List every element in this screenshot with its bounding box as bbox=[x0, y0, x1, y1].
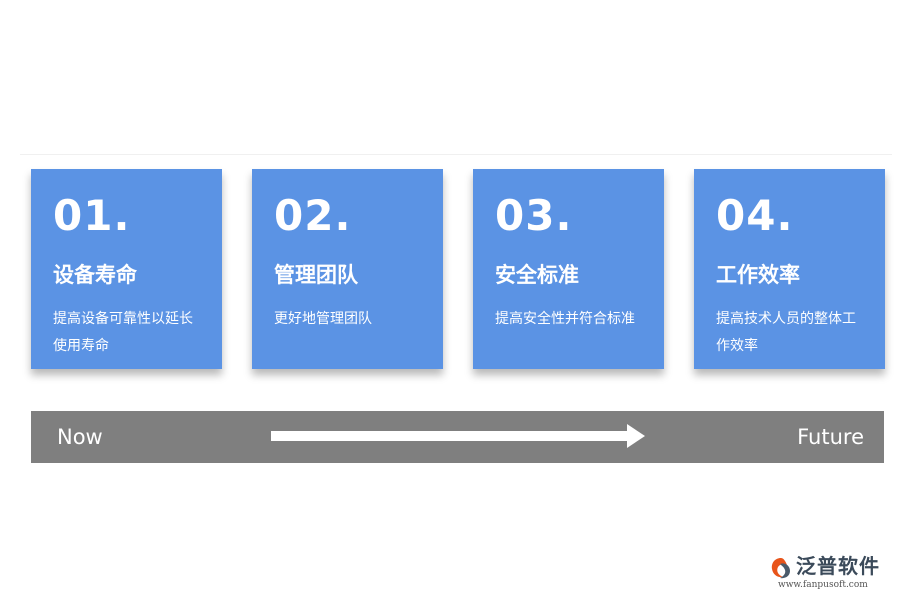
card-4: 04. 工作效率 提高技术人员的整体工作效率 bbox=[694, 169, 885, 369]
card-3: 03. 安全标准 提高安全性并符合标准 bbox=[473, 169, 664, 369]
timeline-end-label: Future bbox=[797, 425, 864, 449]
card-number: 02. bbox=[274, 191, 352, 240]
card-description: 更好地管理团队 bbox=[274, 311, 372, 327]
company-logo: 泛普软件 www.fanpusoft.com bbox=[768, 553, 892, 593]
card-title: 管理团队 bbox=[274, 263, 358, 287]
card-description: 提高安全性并符合标准 bbox=[495, 311, 635, 327]
logo-mark-icon bbox=[771, 558, 790, 579]
logo-url: www.fanpusoft.com bbox=[778, 580, 868, 590]
card-number: 01. bbox=[53, 191, 131, 240]
card-description: 提高技术人员的整体工作效率 bbox=[716, 311, 856, 354]
card-number: 03. bbox=[495, 191, 573, 240]
card-2: 02. 管理团队 更好地管理团队 bbox=[252, 169, 443, 369]
timeline-bar: Now Future bbox=[31, 411, 884, 463]
card-description: 提高设备可靠性以延长使用寿命 bbox=[53, 311, 193, 354]
card-title: 设备寿命 bbox=[53, 263, 137, 287]
timeline-start-label: Now bbox=[57, 425, 103, 449]
card-number: 04. bbox=[716, 191, 794, 240]
card-title: 安全标准 bbox=[495, 263, 579, 287]
divider-line bbox=[20, 154, 892, 155]
card-1: 01. 设备寿命 提高设备可靠性以延长使用寿命 bbox=[31, 169, 222, 369]
logo-brand-name: 泛普软件 bbox=[796, 554, 880, 578]
card-title: 工作效率 bbox=[716, 263, 800, 287]
arrow-right-icon bbox=[271, 424, 645, 448]
